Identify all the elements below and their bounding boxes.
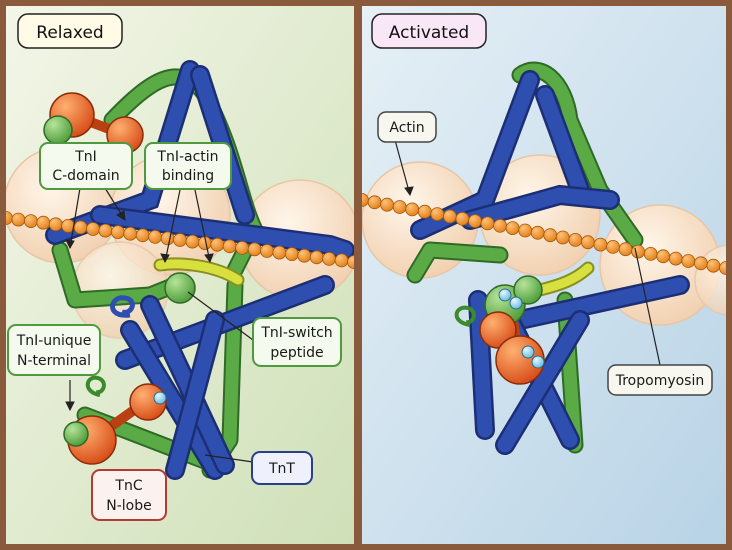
tropomyosin-bead [455,211,470,226]
tropomyosin-bead [543,228,558,243]
tropomyosin-bead [272,245,287,260]
tropomyosin-bead [618,242,633,257]
tropomyosin-bead [468,214,482,229]
tropomyosin-bead [405,202,420,217]
tnt-label: TnT [251,451,313,485]
tni-switch-line1: TnI-switch [260,325,332,341]
tropomyosin-bead [11,212,26,227]
tni-c-domain-label: TnI C-domain [39,142,133,190]
tnc-right [454,275,545,385]
tropomyosin-bead [309,250,324,265]
tropomyosin-bead [185,234,200,249]
tni-switch-label: TnI-switch peptide [252,317,342,367]
tropomyosin-bead [260,244,274,258]
tni-unique-line1: TnI-unique [16,333,92,349]
activated-structure [362,61,726,455]
tni-switch-line2: peptide [270,345,323,361]
tropomyosin-bead [417,204,432,219]
tni-unique-line2: N-terminal [17,353,91,369]
tropomyosin-bead [719,261,726,275]
relaxed-structure [6,60,354,480]
tropomyosin-bead [160,231,175,246]
tropomyosin-bead [606,239,620,254]
tropomyosin-bead [73,220,88,235]
panel-divider [354,3,362,547]
tni-actin-binding-line1: TnI-actin [156,149,218,165]
tropomyosin-bead [367,195,382,210]
actin-label: Actin [377,111,437,143]
tropomyosin-bead [480,216,495,231]
relaxed-title-box: Relaxed [17,13,123,49]
tnc-n-lobe-label: TnC N-lobe [91,469,167,521]
tropomyosin-bead [430,207,445,222]
tni-curl-left [110,295,135,318]
tropomyosin-bead [111,225,125,240]
tropomyosin-bead [694,256,708,271]
tni-unique-label: TnI-unique N-terminal [7,324,101,376]
tnc-n-lobe-line1: TnC [114,478,142,494]
tropomyosin-bead [173,233,187,247]
tropomyosin-bead [247,242,262,257]
tropomyosin-bead [148,229,163,244]
tropomyosin-bead [135,228,150,243]
tropomyosin-bead [555,230,570,245]
tropomyosin-bead [706,258,721,273]
activated-title-box: Activated [371,13,487,49]
tropomyosin-bead [334,253,349,268]
tropomyosin-bead [593,237,608,252]
tropomyosin-bead [23,214,38,229]
tni-actin-binding-line2: binding [162,168,214,184]
tropomyosin-bead [581,235,595,250]
tropomyosin-bead [235,240,250,255]
actin-text: Actin [389,120,424,136]
tropomyosin-bead [530,225,545,240]
tni-switch-ball [164,272,196,304]
tropomyosin-bead [505,221,520,236]
tropomyosin-bead [681,254,696,268]
tropomyosin-bead [380,197,395,212]
tropomyosin-label: Tropomyosin [607,364,713,396]
tnc-n-lobe-line2: N-lobe [106,498,151,514]
activated-title: Activated [389,23,469,43]
tni-c-domain-line2: C-domain [52,168,119,184]
tropomyosin-bead [322,251,337,266]
tropomyosin-bead [643,246,658,261]
tropomyosin-bead [86,222,100,236]
tropomyosin-text: Tropomyosin [615,373,705,389]
tropomyosin-bead [347,255,354,269]
tropomyosin-bead [442,209,457,224]
tnc-c-lobe-left [43,92,144,154]
tropomyosin-bead [36,215,51,230]
relaxed-title: Relaxed [36,23,103,43]
tropomyosin-bead [297,248,312,263]
pointer-arrowheads [65,186,414,412]
tropomyosin-bead [284,247,299,262]
tropomyosin-bead [518,223,533,238]
tropomyosin-bead [392,200,407,214]
tropomyosin-bead [98,223,113,238]
tropomyosin-bead [631,244,645,259]
tni-actin-binding-label: TnI-actin binding [144,142,232,190]
tni-c-domain-line1: TnI [74,149,97,165]
tropomyosin-bead [668,251,683,266]
tropomyosin-left [6,211,354,269]
tropomyosin-bead [656,249,671,264]
tropomyosin-bead [493,218,508,233]
tnc-n-lobe-left [63,375,167,465]
tropomyosin-bead [48,217,63,232]
tropomyosin-right [362,193,726,275]
tropomyosin-bead [568,232,583,247]
tropomyosin-bead [222,239,237,254]
tropomyosin-bead [123,226,138,241]
tnt-text: TnT [268,461,295,477]
tropomyosin-bead [210,237,225,252]
